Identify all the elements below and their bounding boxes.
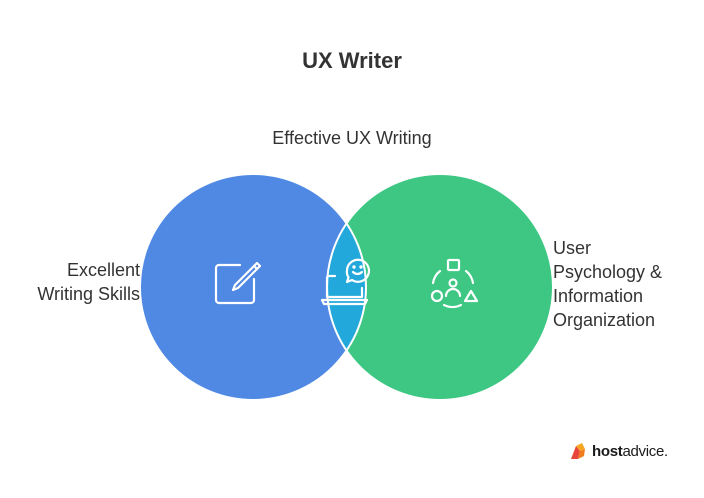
brand-mark-icon	[571, 443, 585, 459]
intersection-label: Effective UX Writing	[272, 128, 432, 148]
brand-name-bold: host	[592, 442, 623, 460]
diagram-title: UX Writer	[302, 48, 402, 73]
left-circle-outline	[139, 173, 367, 401]
shapes-person-icon	[430, 258, 479, 309]
laptop-chat-icon	[320, 258, 371, 306]
right-label-line: Psychology &	[553, 262, 663, 282]
brand-name: hostadvice.	[592, 443, 668, 460]
right-label-line: Information	[553, 286, 644, 306]
pencil-square-icon	[214, 261, 262, 305]
right-label-line: User	[553, 238, 592, 258]
right-circle-label: User Psychology & Information Organizati…	[553, 236, 703, 332]
right-label-line: Organization	[553, 310, 656, 330]
left-label-line: Excellent	[66, 260, 140, 280]
right-circle	[327, 174, 553, 400]
brand-logo: hostadvice.	[568, 440, 668, 462]
brand-name-regular: advice.	[622, 442, 668, 460]
left-label-line: Writing Skills	[37, 284, 140, 304]
left-circle-label: Excellent Writing Skills	[10, 258, 140, 306]
